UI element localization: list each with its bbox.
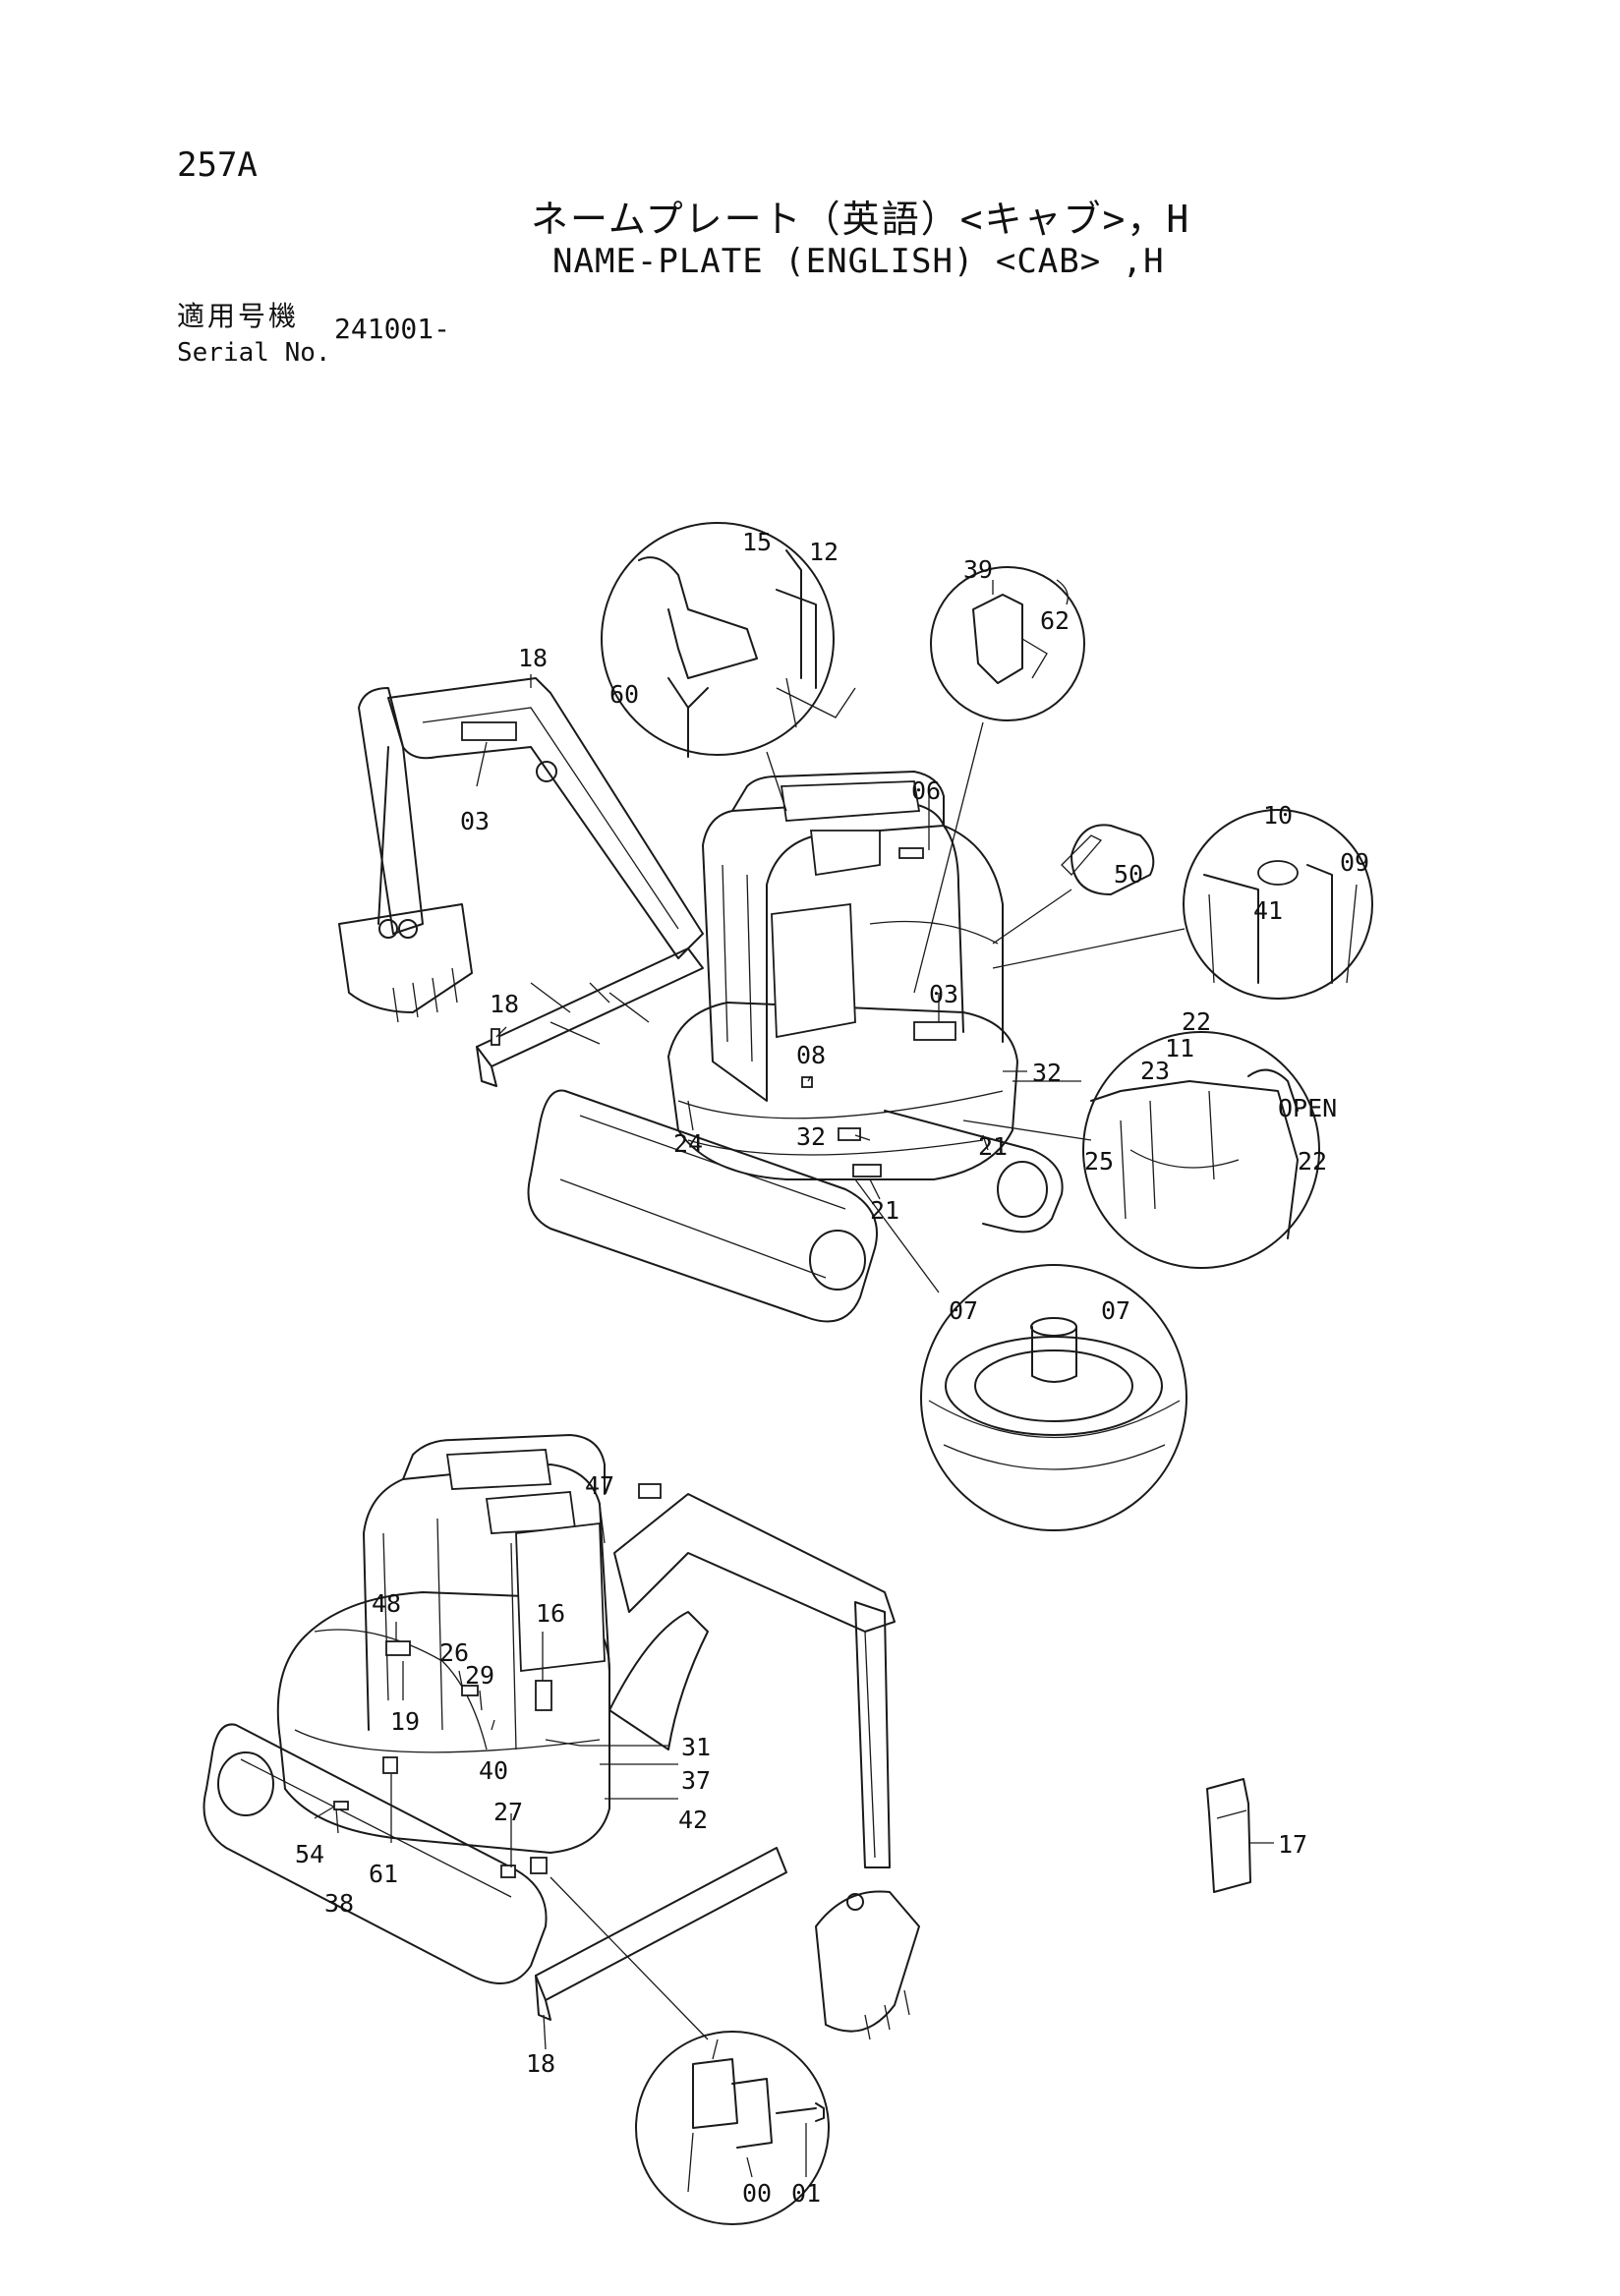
callout-24: 24 [673,1129,703,1158]
serial-number-range: 241001- [334,313,451,345]
callout-22-top: 22 [1182,1007,1211,1036]
callout-37: 37 [681,1766,711,1795]
callout-10: 10 [1263,801,1293,830]
callout-labels: 15 12 60 39 62 18 03 06 50 10 09 41 18 0… [295,528,1369,2208]
callout-40: 40 [479,1756,508,1785]
callout-09: 09 [1340,848,1369,877]
callout-41: 41 [1253,896,1283,925]
title-japanese: ネームプレート（英語）<キャブ>，H [531,198,1191,241]
callout-54: 54 [295,1840,324,1868]
serial-label-english: Serial No. [177,338,331,368]
open-label: OPEN [1278,1094,1337,1122]
detail-engine-hood [962,1031,1320,1269]
callout-23: 23 [1140,1057,1170,1085]
detail-mirror [992,824,1155,945]
callout-07-left: 07 [949,1296,978,1325]
callout-42: 42 [678,1806,708,1834]
callout-12: 12 [809,538,839,566]
callout-31: 31 [681,1733,711,1761]
callout-27: 27 [493,1798,523,1826]
detail-swing-bearing [854,1178,1187,1531]
callout-22-bottom: 22 [1298,1147,1327,1176]
callout-18-boom: 18 [518,644,548,672]
callout-48: 48 [372,1589,401,1618]
callout-17: 17 [1278,1830,1307,1859]
callout-21-front: 21 [870,1196,899,1225]
callout-07-right: 07 [1101,1296,1130,1325]
callout-08: 08 [796,1041,826,1069]
detail-bolt [635,2031,830,2225]
callout-39: 39 [963,555,993,584]
callout-32-front: 32 [796,1122,826,1151]
callout-00: 00 [742,2179,772,2208]
excavator-front-view [338,677,1064,1323]
callout-25: 25 [1084,1147,1114,1176]
callout-21-side: 21 [978,1132,1008,1161]
detail-fuel-cap [992,809,1373,1000]
detail-lever-plate [913,566,1085,994]
callout-38: 38 [324,1889,354,1918]
serial-label-japanese: 適用号機 [177,300,300,332]
callout-15: 15 [742,528,772,556]
detail-joystick [601,522,856,812]
callout-03-boom: 03 [460,807,490,835]
callout-62: 62 [1040,606,1070,635]
callout-32-side: 32 [1032,1059,1062,1087]
callout-18-rear-blade: 18 [526,2049,555,2078]
detail-tag-17 [1206,1778,1274,1893]
callout-50: 50 [1114,860,1143,889]
callout-19: 19 [390,1707,420,1736]
callout-60: 60 [609,680,639,709]
callout-16: 16 [536,1599,565,1628]
page-number: 257A [177,145,258,185]
callout-01: 01 [791,2179,821,2208]
callout-61: 61 [369,1860,398,1888]
callout-29: 29 [465,1661,494,1690]
callout-03-body: 03 [929,980,958,1008]
title-english: NAME-PLATE (ENGLISH) <CAB> ,H [552,242,1165,281]
callout-18-blade: 18 [490,990,519,1018]
callout-06: 06 [911,776,941,805]
callout-11: 11 [1165,1034,1194,1062]
callout-47: 47 [585,1471,614,1500]
leader-lines [314,674,1027,2178]
excavator-rear-view [202,1434,920,2040]
callout-26: 26 [439,1638,469,1667]
